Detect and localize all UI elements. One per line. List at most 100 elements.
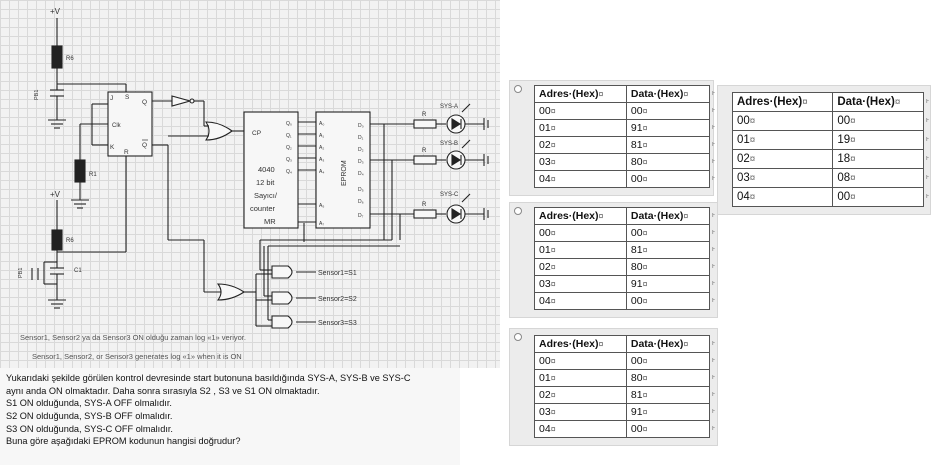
option-b-table: Adres·(Hex)¤ Data·(Hex)¤ 00¤00¤ 01¤19¤ 0… <box>731 92 924 207</box>
counter-q0-label: Q₀ <box>286 121 292 127</box>
counter-q3-label: Q₃ <box>286 157 292 163</box>
table-row: 00¤00¤ <box>731 111 924 131</box>
r1-label: R1 <box>89 172 97 178</box>
counter-q2-label: Q₂ <box>286 145 292 151</box>
question-line-1: Yukarıdaki şekilde görülen kontrol devre… <box>6 373 411 383</box>
eprom-d2-label: D₂ <box>358 147 364 153</box>
pb1-bottom-label: PB1 <box>18 268 24 278</box>
eprom-a3-label: A₃ <box>319 157 324 163</box>
ff-s-label: S <box>125 94 130 101</box>
pb1-top-label: PB1 <box>34 90 40 100</box>
answer-option-c[interactable]: Adres·(Hex)¤ Data·(Hex)¤ 00¤00¤ 01¤81¤ 0… <box>509 202 718 318</box>
eprom-d0-label: D₀ <box>358 123 364 129</box>
table-row: 02¤18¤ <box>731 149 924 169</box>
counter-line1: 4040 <box>258 165 275 174</box>
table-row: 01¤80¤ <box>534 369 711 387</box>
option-c-radio[interactable] <box>514 207 522 215</box>
vcc-mid-label: +V <box>50 190 61 199</box>
eprom-a7-label: A₇ <box>319 221 324 227</box>
eprom-d5-label: D₅ <box>358 187 364 193</box>
r6-bottom-label: R6 <box>66 238 74 244</box>
option-d-table: Adres·(Hex)¤ Data·(Hex)¤ 00¤00¤ 01¤80¤ 0… <box>534 335 711 438</box>
table-row: 00¤00¤ <box>534 102 711 120</box>
address-header: Adres·(Hex) <box>737 96 803 108</box>
question-line-3: S1 ON olduğunda, SYS-A OFF olmalıdır. <box>6 398 172 409</box>
ff-r-label: R <box>124 149 129 156</box>
c1-label: C1 <box>74 268 82 274</box>
table-row: 01¤81¤ <box>534 241 711 259</box>
question-line-6: Buna göre aşağıdaki EPROM kodunun hangis… <box>6 436 241 447</box>
counter-line4: counter <box>250 204 276 213</box>
resistor-a-label: R <box>422 112 427 118</box>
answer-option-a[interactable]: Adres·(Hex)¤ Data·(Hex)¤ 00¤00¤ 01¤91¤ 0… <box>509 80 715 196</box>
circuit-diagram: +V R6 PB1 J S Q Clk K R Q R1 CP Q₀ Q₁ Q₂… <box>0 0 500 368</box>
table-row: 03¤91¤ <box>534 403 711 421</box>
caption-english: Sensor1, Sensor2, or Sensor3 generates l… <box>32 352 242 361</box>
resistor-c-label: R <box>422 202 427 208</box>
eprom-d6-label: D₆ <box>358 199 364 205</box>
table-row: 04¤00¤ <box>731 187 924 207</box>
eprom-a4-label: A₄ <box>319 169 324 175</box>
ff-clk-label: Clk <box>112 123 122 129</box>
led-sys-c-label: SYS-C <box>440 192 459 198</box>
option-a-radio[interactable] <box>514 85 522 93</box>
option-c-table: Adres·(Hex)¤ Data·(Hex)¤ 00¤00¤ 01¤81¤ 0… <box>534 207 711 310</box>
table-row: 03¤91¤ <box>534 275 711 293</box>
resistor-b-label: R <box>422 148 427 154</box>
table-row: 03¤80¤ <box>534 153 711 171</box>
eprom-d7-label: D₇ <box>358 213 364 219</box>
question-line-4: S2 ON olduğunda, SYS-B OFF olmalıdır. <box>6 411 173 422</box>
question-text: Yukarıdaki şekilde görülen kontrol devre… <box>0 368 460 465</box>
address-header: Adres·(Hex) <box>539 210 599 222</box>
question-line-5: S3 ON olduğunda, SYS-C OFF olmalıdır. <box>6 423 173 434</box>
data-header: Data·(Hex) <box>630 210 684 222</box>
ff-q-label: Q <box>142 99 147 106</box>
address-header: Adres·(Hex) <box>539 88 599 100</box>
eprom-a1-label: A₁ <box>319 133 324 139</box>
counter-q4-label: Q₄ <box>286 169 292 175</box>
table-row: 01¤19¤ <box>731 130 924 150</box>
counter-line5: MR <box>264 217 276 226</box>
eprom-d1-label: D₁ <box>358 135 364 141</box>
option-d-radio[interactable] <box>514 333 522 341</box>
table-row: 03¤08¤ <box>731 168 924 188</box>
sensor3-label: Sensor3=S3 <box>318 320 357 327</box>
table-row: 04¤00¤ <box>534 292 711 310</box>
table-row: 00¤00¤ <box>534 352 711 370</box>
eprom-label: EPROM <box>341 160 348 186</box>
table-row: 02¤80¤ <box>534 258 711 276</box>
table-row: 04¤00¤ <box>534 420 711 438</box>
option-a-table: Adres·(Hex)¤ Data·(Hex)¤ 00¤00¤ 01¤91¤ 0… <box>534 85 711 188</box>
r6-top-label: R6 <box>66 56 74 62</box>
circuit-schematic: +V R6 PB1 J S Q Clk K R Q R1 CP Q₀ Q₁ Q₂… <box>18 7 489 329</box>
address-header: Adres·(Hex) <box>539 338 599 350</box>
counter-cp-label: CP <box>252 130 261 137</box>
answer-option-b[interactable]: Adres·(Hex)¤ Data·(Hex)¤ 00¤00¤ 01¤19¤ 0… <box>717 85 931 215</box>
eprom-d4-label: D₄ <box>358 171 364 177</box>
sensor1-label: Sensor1=S1 <box>318 270 357 277</box>
table-row: 00¤00¤ <box>534 224 711 242</box>
led-sys-b-label: SYS-B <box>440 141 458 147</box>
eprom-a0-label: A₀ <box>319 121 324 127</box>
sensor2-label: Sensor2=S2 <box>318 296 357 303</box>
counter-line2: 12 bit <box>256 178 275 187</box>
led-sys-a-label: SYS-A <box>440 104 458 110</box>
question-line-2: aynı anda ON olmaktadır. Daha sonra sıra… <box>6 385 320 396</box>
eprom-a5-label: A₅ <box>319 203 324 209</box>
eprom-d3-label: D₃ <box>358 159 364 165</box>
answer-option-d[interactable]: Adres·(Hex)¤ Data·(Hex)¤ 00¤00¤ 01¤80¤ 0… <box>509 328 718 446</box>
table-row: 02¤81¤ <box>534 386 711 404</box>
vcc-top-label: +V <box>50 7 61 16</box>
ff-j-label: J <box>110 95 113 102</box>
table-row: 02¤81¤ <box>534 136 711 154</box>
data-header: Data·(Hex) <box>630 338 684 350</box>
data-header: Data·(Hex) <box>837 96 895 108</box>
counter-line3: Sayıcı/ <box>254 191 278 200</box>
caption-turkish: Sensor1, Sensor2 ya da Sensor3 ON olduğu… <box>20 333 246 342</box>
ff-k-label: K <box>110 144 115 151</box>
table-row: 04¤00¤ <box>534 170 711 188</box>
data-header: Data·(Hex) <box>630 88 684 100</box>
counter-q1-label: Q₁ <box>286 133 292 139</box>
eprom-a2-label: A₂ <box>319 145 324 151</box>
table-row: 01¤91¤ <box>534 119 711 137</box>
